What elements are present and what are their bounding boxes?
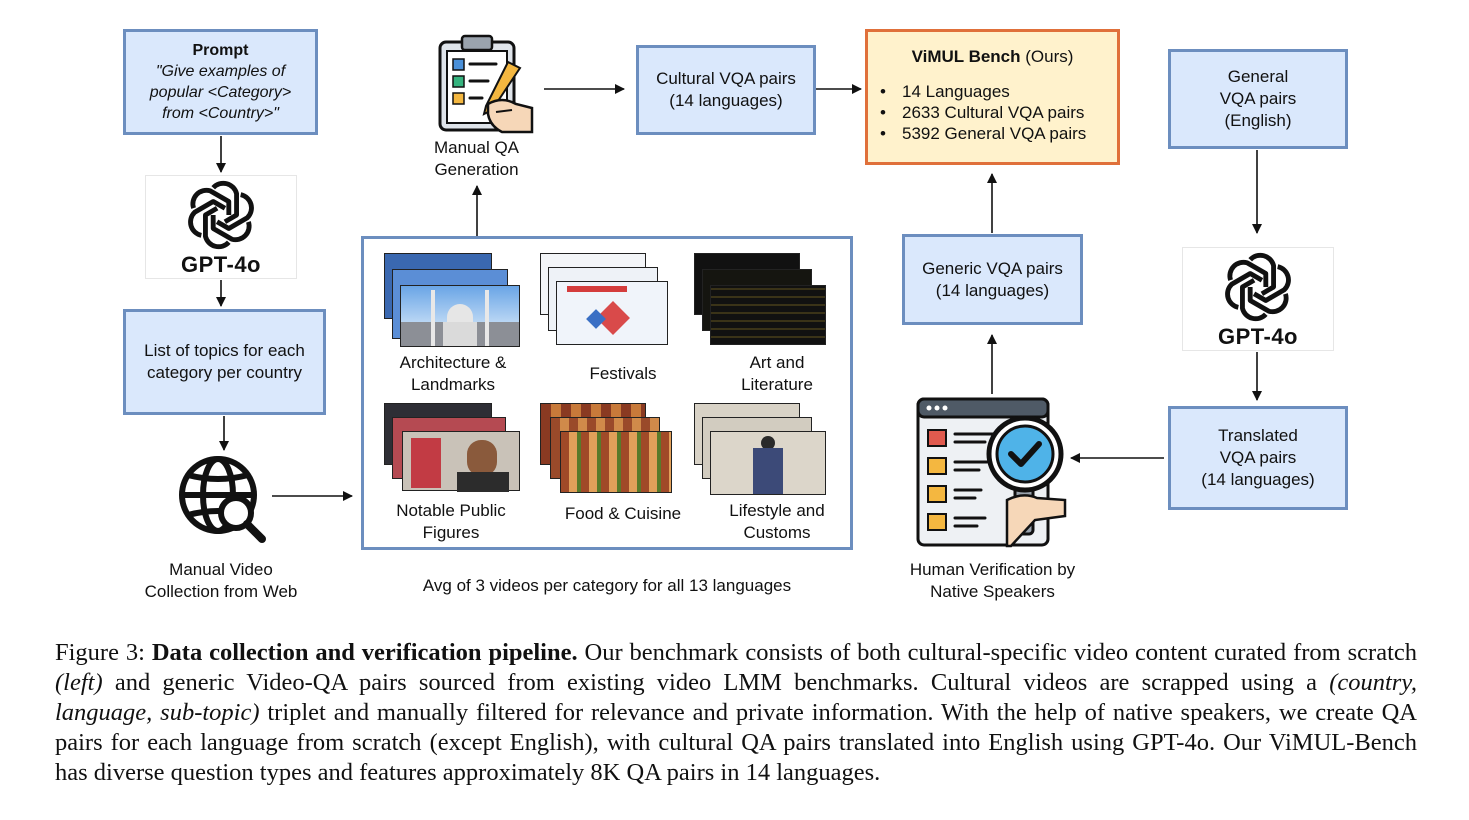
topics-line-1: List of topics for each <box>144 341 305 360</box>
category-festivals: Festivals <box>589 364 657 383</box>
gpt4o-card-right: GPT-4o <box>1182 247 1334 351</box>
bench-bullet-3: •5392 General VQA pairs <box>880 124 1087 143</box>
kimono-thumbnail <box>710 431 826 495</box>
manual-qa-line-2: Generation <box>434 160 519 179</box>
bench-bullet-1: •14 Languages <box>880 82 1010 101</box>
manual-video-label: Manual Video Collection from Web <box>120 559 322 603</box>
human-verification-label: Human Verification by Native Speakers <box>880 559 1105 603</box>
caption-text-2: and generic Video-QA pairs sourced from … <box>102 669 1330 696</box>
bench-bullet-2: •2633 Cultural VQA pairs <box>880 103 1085 122</box>
human-line-2: Native Speakers <box>930 582 1055 601</box>
topics-line-2: category per country <box>147 363 302 382</box>
manual-video-line-1: Manual Video <box>169 560 273 579</box>
manual-qa-label: Manual QA Generation <box>400 137 553 181</box>
mosque-thumbnail <box>400 285 520 347</box>
category-architecture: Architecture &Landmarks <box>399 353 507 394</box>
manual-qa-line-1: Manual QA <box>433 138 520 157</box>
bench-bullets: •14 Languages •2633 Cultural VQA pairs •… <box>868 81 1117 144</box>
prompt-line-1: "Give examples of <box>155 63 286 80</box>
prompt-line-2: popular <Category> <box>149 84 292 101</box>
human-line-1: Human Verification by <box>909 560 1076 579</box>
vimul-bench-box: ViMUL Bench (Ours) •14 Languages •2633 C… <box>865 29 1120 165</box>
general-line-1: General <box>1227 67 1289 86</box>
person-thumbnail <box>402 431 520 492</box>
gpt4o-label-left: GPT-4o <box>180 252 261 277</box>
food-thumbnail <box>560 431 672 493</box>
translated-vqa-box: Translated VQA pairs (14 languages) <box>1168 406 1348 510</box>
caption-text-3: triplet and manually filtered for releva… <box>55 699 1417 786</box>
panel-note: Avg of 3 videos per category for all 13 … <box>422 576 792 595</box>
translated-line-3: (14 languages) <box>1201 470 1315 489</box>
gpt4o-card-left: GPT-4o <box>145 175 297 279</box>
general-line-3: (English) <box>1224 111 1292 130</box>
clipboard-checklist-icon <box>438 34 534 134</box>
translated-line-1: Translated <box>1218 426 1298 445</box>
topics-box: List of topics for each category per cou… <box>123 309 326 415</box>
translated-line-2: VQA pairs <box>1219 448 1297 467</box>
caption-text-1: Our benchmark consists of both cultural-… <box>577 639 1417 666</box>
manual-video-line-2: Collection from Web <box>144 582 298 601</box>
bench-title: ViMUL Bench (Ours) <box>868 46 1117 67</box>
figure-caption: Figure 3: Data collection and verificati… <box>55 638 1417 788</box>
cultural-line-2: (14 languages) <box>669 91 783 110</box>
verification-magnifier-icon <box>916 397 1067 548</box>
category-food: Food & Cuisine <box>564 504 682 523</box>
art-thumbnail <box>710 285 826 345</box>
globe-search-icon <box>179 456 266 543</box>
generic-line-2: (14 languages) <box>935 280 1050 300</box>
general-line-2: VQA pairs <box>1219 89 1297 108</box>
caption-title: Data collection and verification pipelin… <box>151 639 578 666</box>
general-vqa-box: General VQA pairs (English) <box>1168 49 1348 149</box>
openai-logo-icon <box>1223 252 1293 322</box>
openai-logo-icon <box>186 180 256 250</box>
generic-vqa-box: Generic VQA pairs (14 languages) <box>902 234 1083 325</box>
bench-title-rest: (Ours) <box>1020 47 1074 66</box>
category-panel: Architecture &Landmarks Festivals Art an… <box>361 236 853 550</box>
festival-thumbnail <box>556 281 668 345</box>
caption-italic-1: (left) <box>55 669 103 696</box>
cultural-line-1: Cultural VQA pairs <box>656 69 796 88</box>
bench-title-bold: ViMUL Bench <box>911 47 1021 66</box>
prompt-title: Prompt <box>192 42 249 59</box>
prompt-line-3: from <Country>" <box>162 105 279 122</box>
generic-line-1: Generic VQA pairs <box>922 258 1063 278</box>
cultural-vqa-box: Cultural VQA pairs (14 languages) <box>636 45 816 135</box>
caption-italic-2: (country, language, sub-topic) <box>55 669 1417 726</box>
prompt-box: Prompt "Give examples of popular <Catego… <box>123 29 318 135</box>
caption-prefix: Figure 3: <box>55 639 152 666</box>
gpt4o-label-right: GPT-4o <box>1217 324 1298 349</box>
